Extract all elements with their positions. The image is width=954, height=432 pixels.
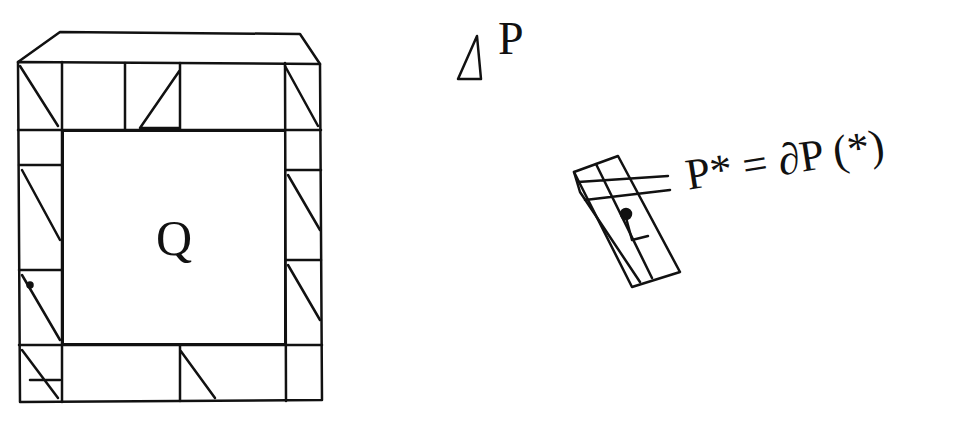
dot (28, 283, 33, 288)
triangle-mark (20, 66, 58, 126)
handwritten-label: P* = ∂P (*) (682, 119, 888, 201)
small-prism (574, 156, 680, 287)
face-box: Q (62, 130, 286, 345)
prism-frame (18, 62, 322, 402)
small-prism-lines (574, 164, 670, 282)
triangle-mark (286, 170, 321, 320)
triangle-symbol (458, 36, 481, 79)
band-lines (18, 62, 322, 402)
handwritten-label: P (498, 12, 524, 65)
face-label: Q (156, 209, 192, 267)
triangle-mark (285, 66, 318, 126)
prism-top (18, 32, 320, 64)
dot (621, 209, 631, 219)
triangle-mark (125, 63, 180, 130)
triangle-mark (19, 165, 62, 340)
triangle-mark (22, 345, 215, 401)
